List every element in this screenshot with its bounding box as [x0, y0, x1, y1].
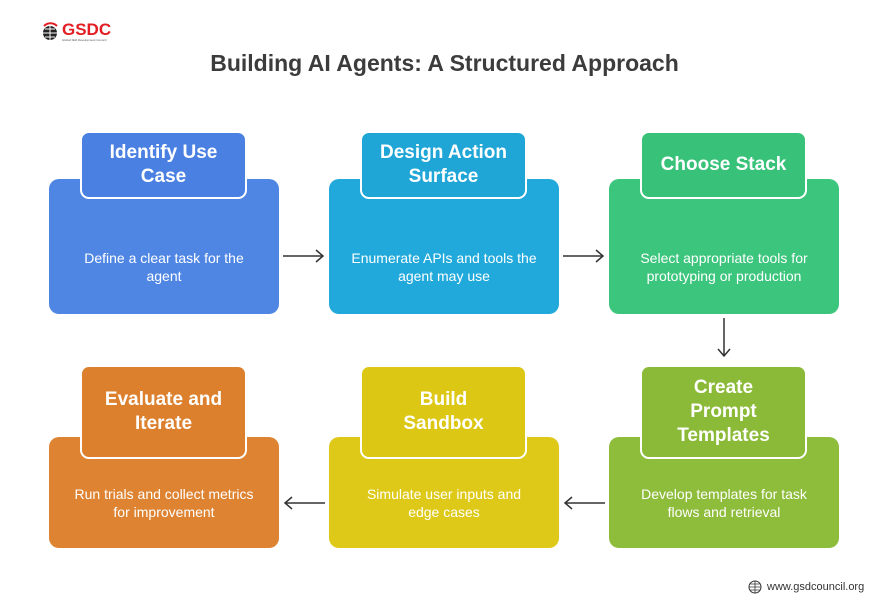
step-title-tab: Design Action Surface [360, 131, 527, 199]
step-description: Run trials and collect metrics for impro… [74, 485, 254, 520]
arrow-down-icon [717, 318, 731, 358]
step-title-tab: Choose Stack [640, 131, 807, 199]
step-title: Evaluate and Iterate [104, 389, 223, 434]
arrow-right-icon [283, 249, 325, 263]
arrow-right-icon [563, 249, 605, 263]
step-title: Choose Stack [660, 154, 787, 175]
arrow-left-icon [563, 496, 605, 510]
step-title-tab: Create Prompt Templates [640, 365, 807, 459]
arrow-left-icon [283, 496, 325, 510]
step-title: Create Prompt Templates [677, 377, 770, 446]
step-description: Select appropriate tools for prototyping… [640, 249, 808, 284]
logo-text: GSDC [62, 20, 112, 39]
step-card: Define a clear task for the agent [49, 179, 279, 314]
globe-icon [748, 580, 762, 594]
step-title-tab: Build Sandbox [360, 365, 527, 459]
step-title: Build Sandbox [403, 389, 484, 434]
page-title: Building AI Agents: A Structured Approac… [210, 50, 679, 76]
footer: www.gsdcouncil.org [748, 580, 864, 594]
step-card: Enumerate APIs and tools the agent may u… [329, 179, 559, 314]
step-description: Develop templates for task flows and ret… [641, 485, 807, 520]
step-title-tab: Evaluate and Iterate [80, 365, 247, 459]
step-title: Design Action Surface [379, 142, 508, 187]
gsdc-logo: GSDC Global Skill Development Council [40, 20, 112, 42]
step-title: Identify Use Case [109, 142, 218, 187]
logo-tagline: Global Skill Development Council [62, 38, 107, 42]
step-title-tab: Identify Use Case [80, 131, 247, 199]
step-description: Simulate user inputs and edge cases [366, 485, 522, 520]
step-card: Select appropriate tools for prototyping… [609, 179, 839, 314]
footer-url[interactable]: www.gsdcouncil.org [767, 581, 865, 593]
globe-icon [43, 22, 58, 40]
step-description: Enumerate APIs and tools the agent may u… [351, 249, 537, 284]
step-description: Define a clear task for the agent [84, 249, 244, 284]
